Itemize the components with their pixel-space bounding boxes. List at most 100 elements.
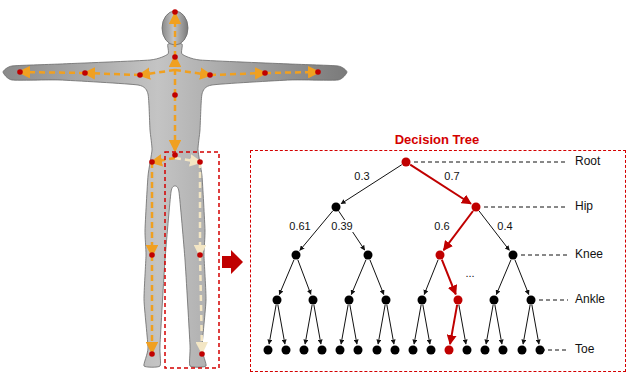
joint-dot bbox=[137, 72, 143, 78]
decision-tree bbox=[264, 158, 569, 355]
tree-branch bbox=[269, 305, 276, 344]
selected-branch bbox=[450, 305, 457, 344]
tree-branch bbox=[532, 305, 539, 344]
bone-arrow bbox=[151, 162, 154, 255]
bone-arrow bbox=[200, 255, 202, 352]
tree-node bbox=[463, 346, 472, 355]
bone-arrow bbox=[152, 158, 175, 162]
pointer-arrow bbox=[222, 250, 243, 274]
tree-branch bbox=[370, 260, 384, 295]
joint-dot bbox=[172, 9, 178, 15]
tree-branch bbox=[351, 260, 366, 295]
tree-node bbox=[391, 346, 400, 355]
tree-node bbox=[527, 296, 536, 305]
probability-label: ... bbox=[464, 267, 475, 279]
tree-branch bbox=[341, 165, 402, 204]
joint-dot bbox=[82, 70, 88, 76]
tree-node bbox=[373, 346, 382, 355]
tree-branch bbox=[515, 260, 529, 295]
joint-dot bbox=[172, 54, 178, 60]
tree-node bbox=[264, 346, 273, 355]
tree-branch bbox=[378, 305, 385, 344]
joint-dot bbox=[262, 70, 268, 76]
selected-tree-node bbox=[454, 296, 463, 305]
selected-tree-node bbox=[445, 346, 454, 355]
level-label: Toe bbox=[574, 343, 595, 356]
probability-label: 0.61 bbox=[288, 220, 311, 232]
tree-node bbox=[336, 346, 345, 355]
tree-branch bbox=[350, 305, 357, 344]
tree-branch bbox=[486, 305, 493, 344]
tree-node bbox=[418, 296, 427, 305]
probability-label: 0.3 bbox=[353, 170, 370, 182]
tree-branch bbox=[496, 260, 511, 295]
level-leader bbox=[414, 162, 568, 163]
tree-branch bbox=[279, 260, 294, 295]
tree-node bbox=[345, 296, 354, 305]
bone-arrow bbox=[140, 70, 175, 75]
level-label: Ankle bbox=[574, 293, 606, 306]
tree-node bbox=[509, 251, 518, 260]
level-label: Hip bbox=[574, 200, 594, 213]
level-leader bbox=[541, 350, 568, 351]
level-leader bbox=[484, 207, 568, 208]
bone-arrow bbox=[175, 158, 200, 162]
probability-label: 0.4 bbox=[496, 220, 513, 232]
tree-node bbox=[481, 346, 490, 355]
bone-arrow bbox=[151, 255, 154, 352]
level-label: Knee bbox=[574, 248, 604, 261]
selected-tree-node bbox=[436, 251, 445, 260]
skeleton bbox=[17, 9, 321, 357]
joint-dot bbox=[172, 92, 178, 98]
bone-arrow bbox=[210, 73, 265, 75]
selected-tree-node bbox=[472, 203, 481, 212]
joint-dot bbox=[197, 252, 203, 258]
tree-node bbox=[364, 251, 373, 260]
tree-branch bbox=[314, 305, 321, 344]
leg-highlight-box bbox=[165, 152, 219, 368]
bone-arrow bbox=[174, 57, 177, 95]
bone-arrow bbox=[85, 73, 140, 75]
joint-dot bbox=[172, 152, 178, 158]
tree-node bbox=[292, 251, 301, 260]
joint-dot bbox=[17, 69, 23, 75]
joint-dot bbox=[199, 351, 205, 357]
tree-node bbox=[409, 346, 418, 355]
bone-arrow bbox=[265, 72, 318, 73]
tree-branch bbox=[298, 260, 311, 295]
joint-dot bbox=[207, 72, 213, 78]
tree-branch bbox=[414, 305, 421, 344]
bone-arrow bbox=[174, 14, 177, 57]
tree-node bbox=[273, 296, 282, 305]
bone-arrow bbox=[20, 72, 85, 73]
tree-branch bbox=[424, 260, 438, 295]
joint-dot bbox=[315, 69, 321, 75]
tree-node bbox=[427, 346, 436, 355]
tree-branch bbox=[495, 305, 502, 344]
tree-node bbox=[332, 203, 341, 212]
body-mesh bbox=[3, 11, 347, 367]
tree-node bbox=[499, 346, 508, 355]
level-leader bbox=[539, 300, 568, 301]
box-heading: Decision Tree bbox=[395, 133, 480, 147]
selected-tree-node bbox=[402, 158, 411, 167]
tree-node bbox=[382, 296, 391, 305]
tree-branch bbox=[523, 305, 530, 344]
probability-label: 0.6 bbox=[433, 220, 450, 232]
bone-arrow bbox=[199, 162, 202, 255]
joint-dot bbox=[197, 159, 203, 165]
level-label: Root bbox=[574, 155, 601, 168]
joint-dot bbox=[149, 159, 155, 165]
tree-node bbox=[518, 346, 527, 355]
tree-branch bbox=[387, 305, 394, 344]
probability-label: 0.39 bbox=[330, 220, 353, 232]
selected-branch bbox=[410, 165, 471, 204]
tree-node bbox=[282, 346, 291, 355]
tree-branch bbox=[278, 305, 285, 344]
tree-branch bbox=[341, 305, 348, 344]
joint-dot bbox=[149, 351, 155, 357]
selected-branch bbox=[442, 260, 456, 295]
bone-arrow bbox=[174, 95, 177, 150]
